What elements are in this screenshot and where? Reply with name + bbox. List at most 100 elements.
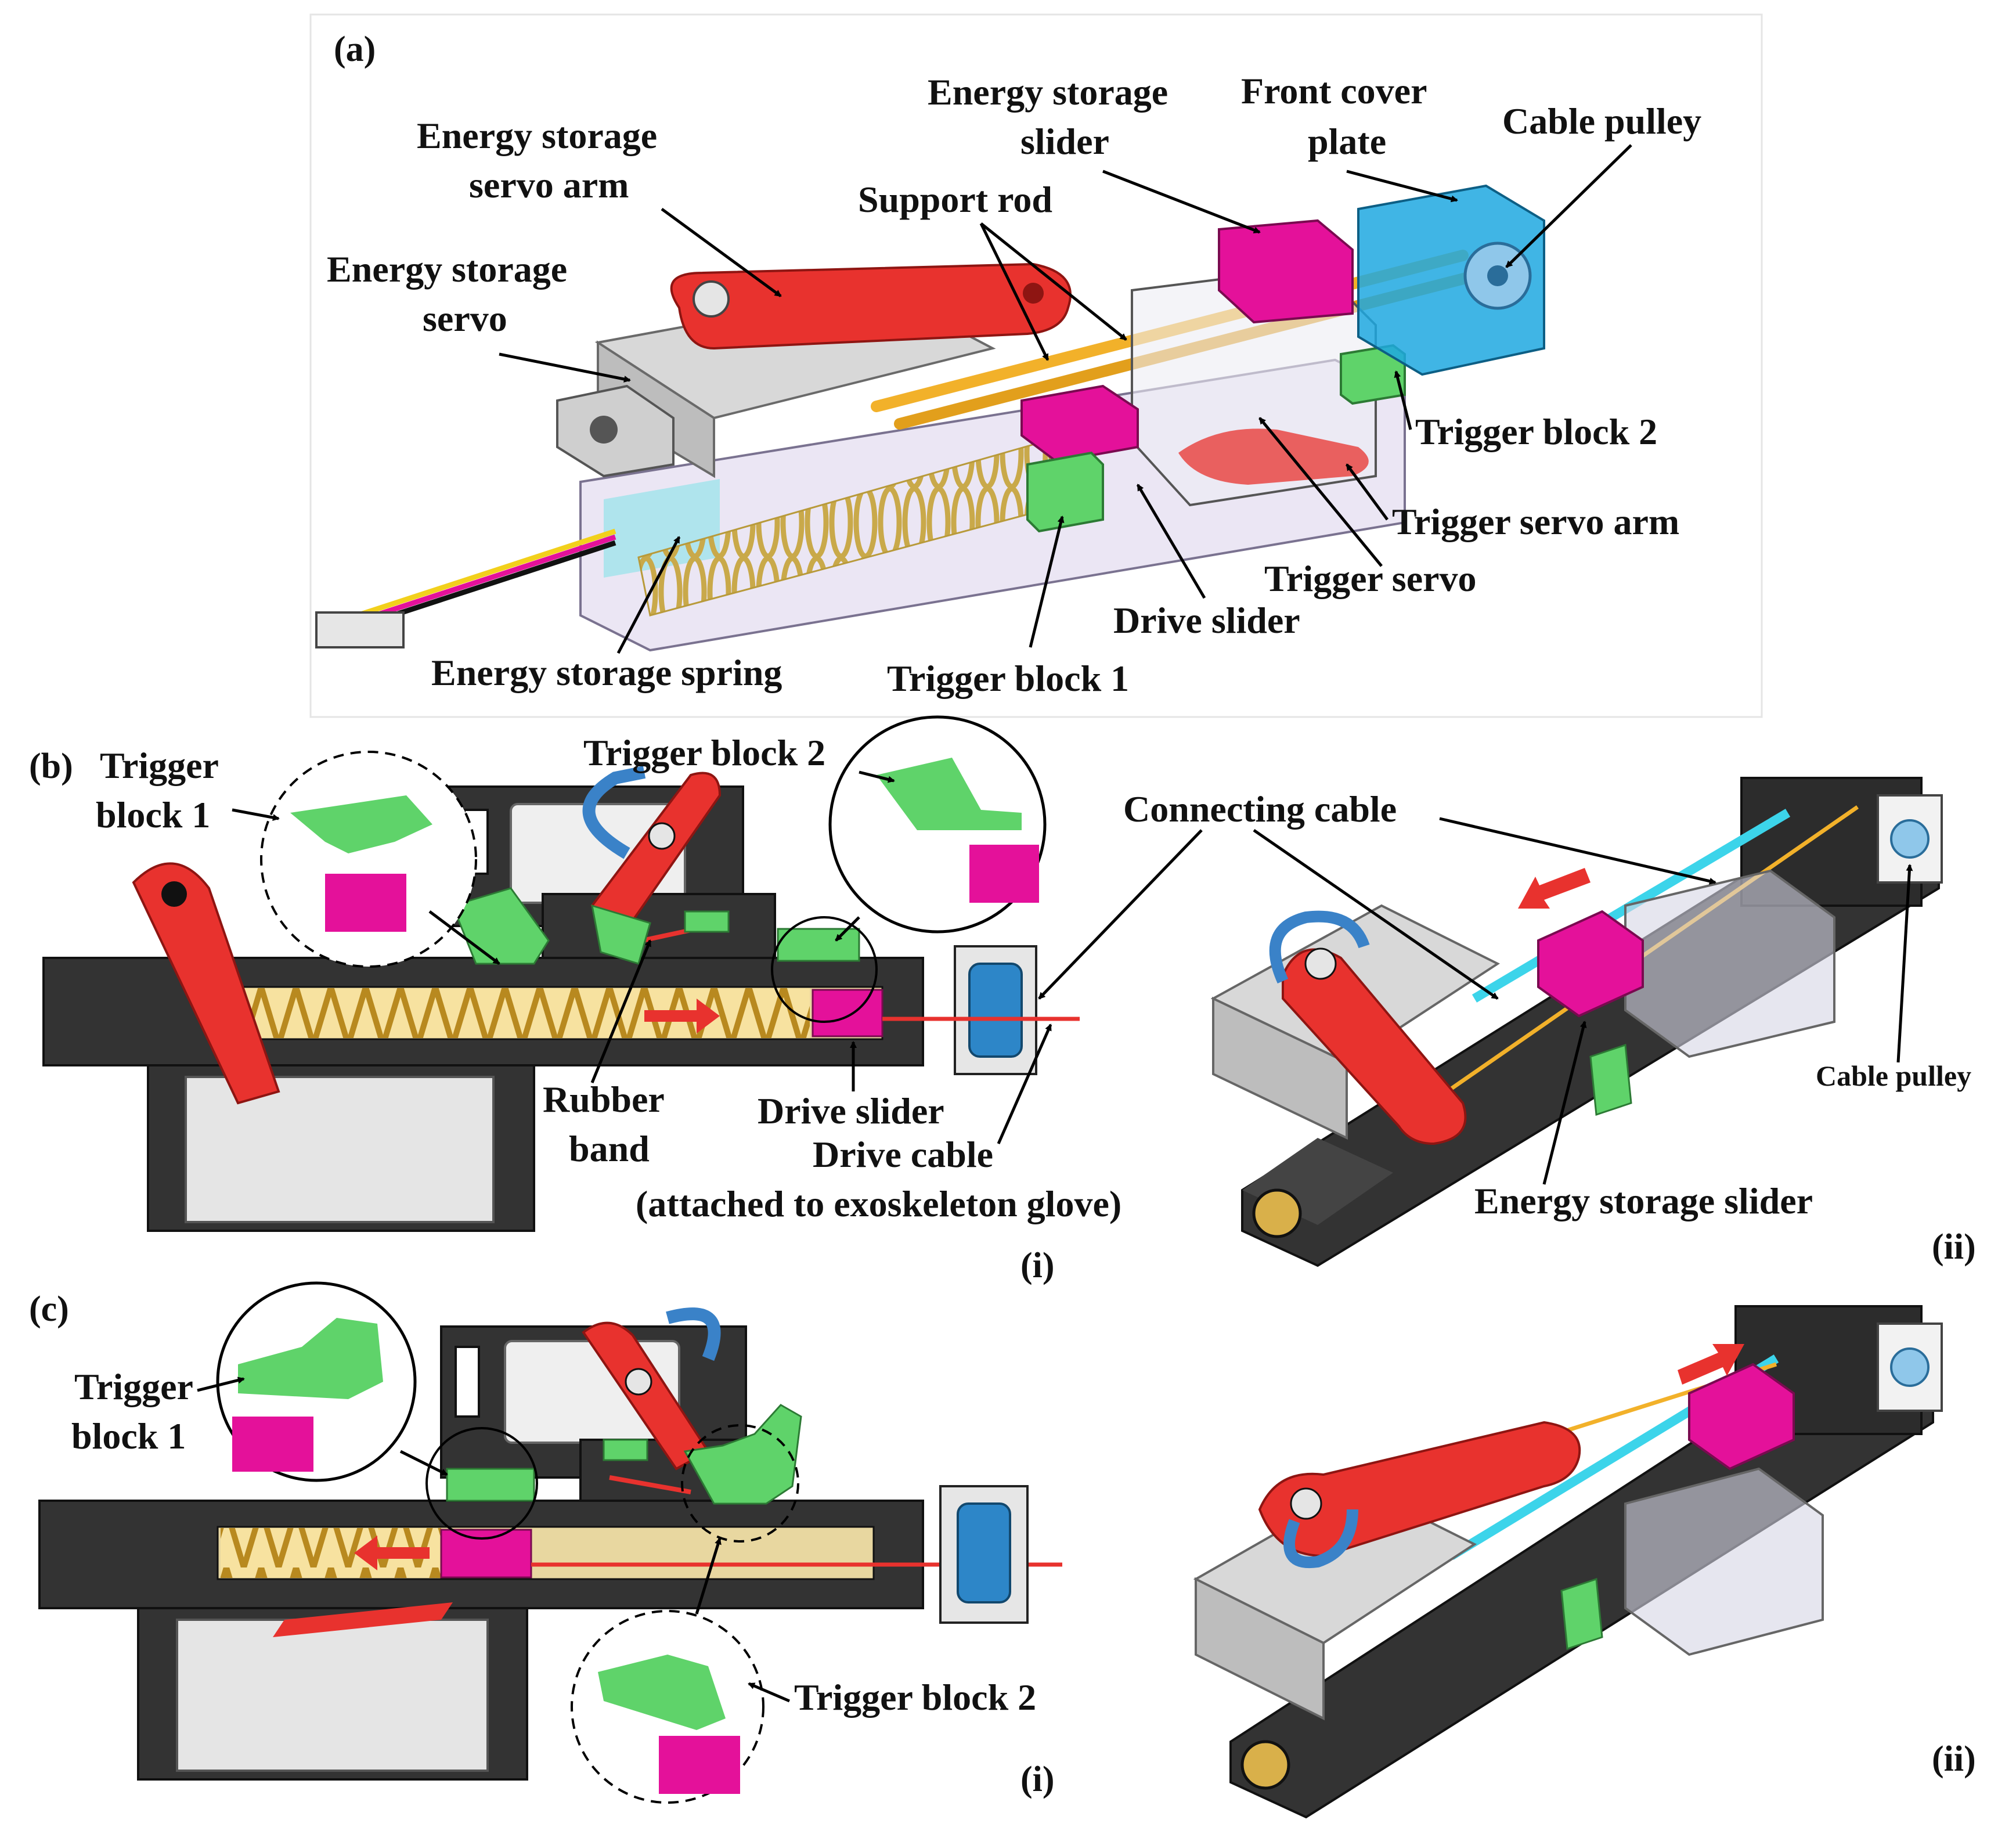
trigger-block-1-a [1026,451,1104,533]
panel-a: (a) Energ [309,13,1763,718]
c-zoom-tb2-green [598,1655,726,1730]
b-trigger-arm [590,772,722,931]
b-trigger-block-1b [591,904,651,965]
leader-b-tb2-zoom [835,916,860,942]
c-lower-servo [176,1619,489,1772]
leader-support-rod-2 [980,222,1127,341]
label-trigger-servo: Trigger servo [1264,558,1477,599]
c-trigger-block-2 [683,1404,802,1505]
energy-storage-slider [1218,219,1354,324]
label-trigger-block-2-a: Trigger block 2 [1415,411,1657,452]
bii-es-servo-body [1212,996,1348,1140]
bii-blue-rotation-arrow [1269,910,1370,984]
label-es-servo-1: Energy storage [327,248,567,290]
leader-bii-es-slider [1542,1021,1587,1185]
b-zoom-circle-1 [260,751,477,968]
label-c-trigger-block-1-a: Trigger [74,1366,193,1407]
label-front-cover-1: Front cover [1241,70,1427,111]
leader-es-servo [499,352,631,383]
leader-trigger-servo-arm [1345,463,1389,521]
c-rubber-band [609,1475,691,1494]
c-zoom-tb2-magenta [659,1736,740,1794]
c-trigger-arm [582,1321,710,1471]
label-es-slider-2: slider [1020,121,1109,162]
c-zoom-tb1-green [238,1318,383,1399]
servo-connector [315,611,405,648]
leader-b-tb1 [232,808,280,821]
panel-b-tag: (b) [29,747,73,786]
leader-cable-pulley [1505,144,1632,268]
leader-b-drive-cable [997,1024,1052,1145]
bii-trigger-box [1624,869,1835,1058]
label-bii-es-slider: Energy storage slider [1474,1180,1813,1221]
c-trigger-block-1 [446,1468,535,1502]
leader-front-cover [1346,170,1458,203]
c-pulley [957,1502,1011,1603]
c-red-strip [273,1602,453,1637]
leader-trigger-block-1 [1029,516,1065,648]
leader-c-tb2-zoom [695,1537,722,1615]
bii-end-bore [1252,1188,1302,1238]
leader-es-spring [616,536,681,654]
panel-c-ii-tag: (ii) [1932,1739,1976,1779]
b-trigger-block-2b [684,910,730,933]
c-blue-rotation-arrow [666,1307,721,1361]
b-zoom-tb1-green [290,795,432,853]
leader-drive-slider [1136,484,1206,599]
bii-servo-arm-hub [1304,947,1337,980]
b-blue-rotation-arrow [582,766,646,859]
bii-es-slider [1537,910,1644,1018]
panel-b-ii-tag: (ii) [1932,1227,1976,1267]
bii-red-arrow [1518,868,1591,909]
panel-b-ii: Connecting cable Cable pulley Energy sto… [1038,777,1976,1267]
panel-c-i: (c) Trigger block 1 Trigger bloc [29,1281,1062,1804]
servo-tab-hole [590,416,618,444]
cable-pulley-a-hub [1487,265,1508,286]
label-es-servo-arm-2: servo arm [469,164,629,206]
bii-green-block [1589,1043,1632,1116]
leader-bii-cable-2 [1253,828,1499,1000]
c-trigger-block-2b [603,1439,648,1461]
label-bii-cable-pulley: Cable pulley [1816,1060,1971,1092]
label-b-rubber-band-2: band [569,1128,650,1169]
leader-bii-cable-3 [1439,817,1716,885]
label-b-trigger-block-2: Trigger block 2 [583,732,825,773]
label-b-drive-cable: Drive cable [813,1134,993,1175]
c-upper-mount-slot [455,1346,480,1418]
c-trigger-arm-hub [625,1368,652,1396]
leader-bii-pulley [1896,864,1913,1063]
b-trigger-block-2 [777,928,860,962]
c-drive-slider [440,1529,532,1579]
label-c-trigger-block-1-b: block 1 [71,1415,186,1457]
cii-red-arrow [1678,1344,1744,1385]
panel-b-i: (b) [29,715,1121,1285]
cii-es-slider [1688,1363,1795,1471]
panel-b-i-tag: (i) [1020,1246,1055,1285]
b-zoom-circle-3 [771,916,878,1023]
label-es-servo-2: servo [423,298,507,339]
cii-es-servo-body [1195,1577,1325,1721]
cii-blue-rotation-arrow [1283,1509,1358,1569]
b-zoom-tb2-green [877,758,1022,830]
b-trigger-block-1 [451,887,550,965]
cii-pulley [1890,1347,1930,1387]
energy-storage-servo-arm [670,262,1072,350]
leader-c-tb1 [197,1376,245,1392]
label-b-trigger-block-1-a: Trigger [100,745,219,786]
label-es-spring: Energy storage spring [431,652,782,693]
label-trigger-block-1-a: Trigger block 1 [887,658,1129,699]
label-es-slider-1: Energy storage [928,71,1168,113]
servo-wire-yellow [347,528,616,621]
trigger-servo-arm-a [1178,428,1369,485]
b-drive-slider [812,989,883,1037]
label-cable-pulley-a: Cable pulley [1502,100,1701,142]
label-es-servo-arm-1: Energy storage [417,115,657,156]
leader-b-tb1-zoom [428,910,500,965]
label-bii-connecting-cable: Connecting cable [1123,788,1397,830]
leader-c-tb1-zoom [399,1450,448,1476]
leader-b-tb2 [859,770,895,783]
b-trigger-arm-hub [648,822,676,850]
leader-bii-cable-1 [1038,829,1203,1000]
leader-c-tb2 [748,1682,790,1703]
